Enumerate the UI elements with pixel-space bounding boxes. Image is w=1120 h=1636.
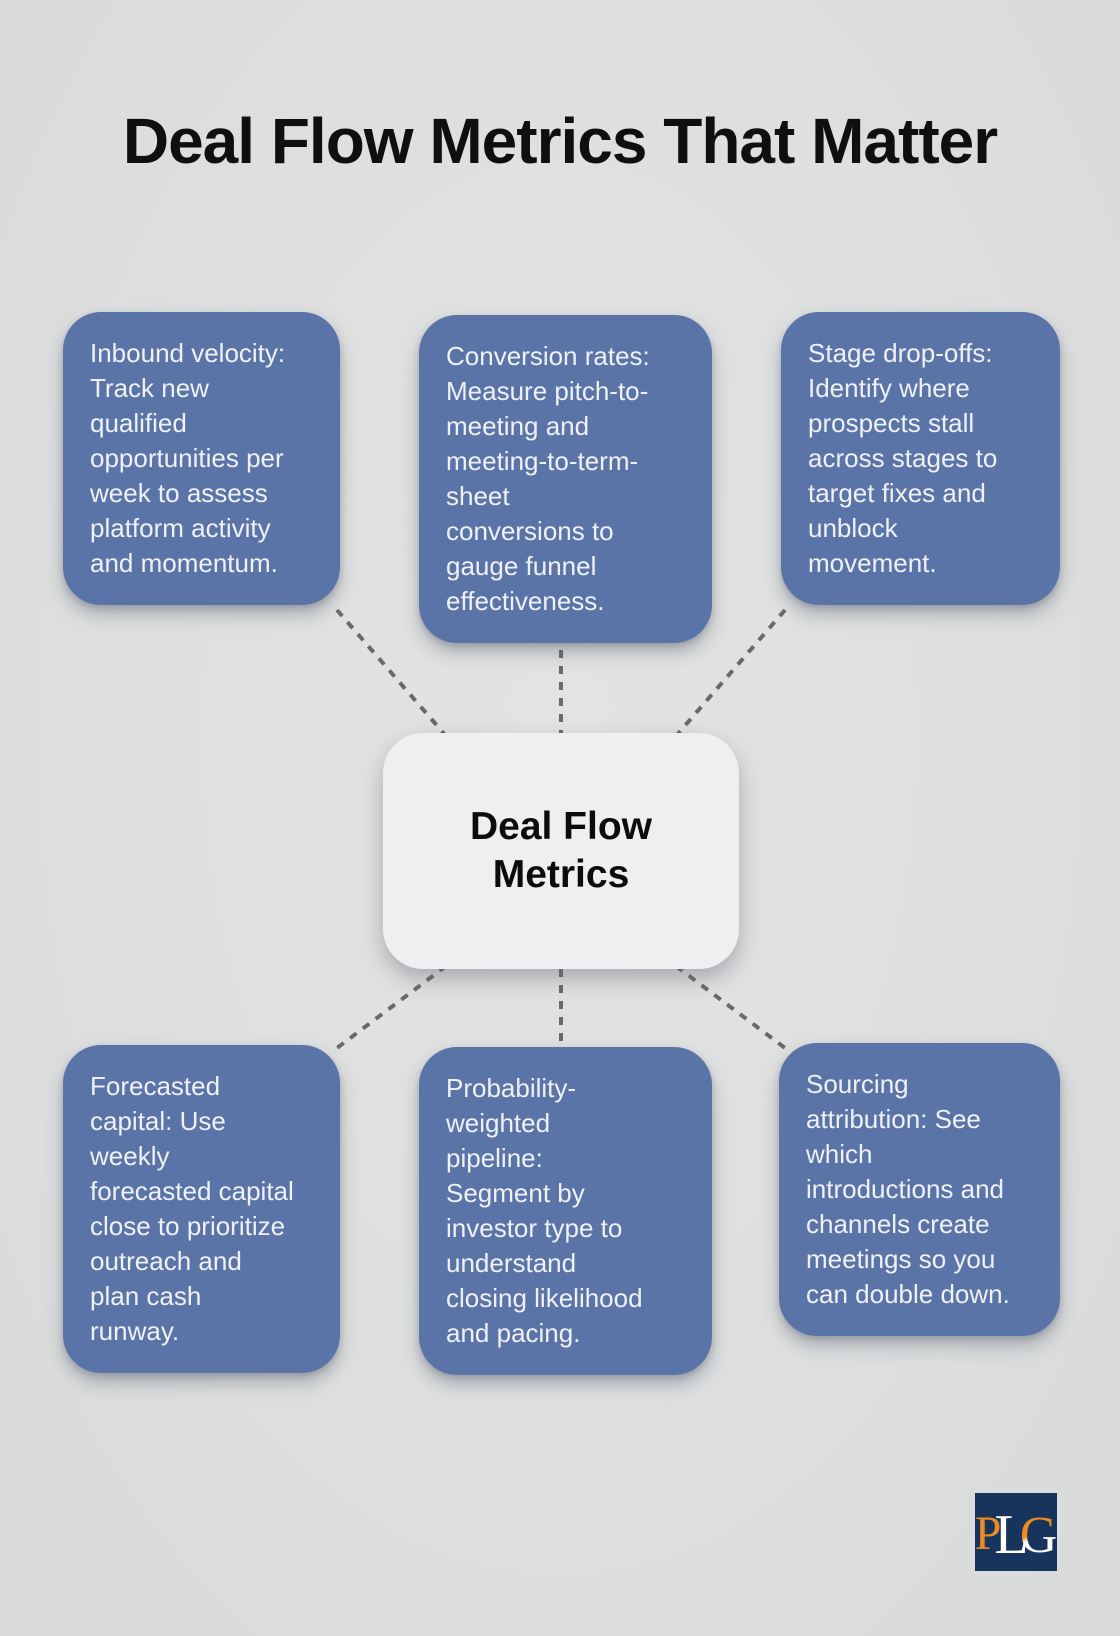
connector-top-right — [674, 608, 787, 738]
node-inbound-velocity: Inbound velocity: Track new qualified op… — [63, 312, 340, 605]
connector-top-left — [335, 608, 448, 738]
node-conversion-rates: Conversion rates: Measure pitch-to- meet… — [419, 315, 712, 643]
logo-letter-p: P — [974, 1507, 1002, 1560]
node-probability-weighted-pipeline: Probability- weighted pipeline: Segment … — [419, 1047, 712, 1375]
plg-logo: P L G — [975, 1493, 1057, 1571]
node-sourcing-attribution: Sourcing attribution: See which introduc… — [779, 1043, 1060, 1336]
logo-letter-l: L — [994, 1504, 1029, 1566]
connector-bottom-right — [674, 964, 787, 1050]
logo-letter-g: G — [1019, 1507, 1058, 1564]
center-node-label: Deal Flow Metrics — [469, 805, 653, 896]
center-node: Deal Flow Metrics — [383, 733, 739, 969]
connector-bottom-left — [335, 964, 448, 1050]
node-forecasted-capital: Forecasted capital: Use weekly forecaste… — [63, 1045, 340, 1373]
page-title: Deal Flow Metrics That Matter — [122, 105, 998, 177]
node-stage-drop-offs: Stage drop-offs: Identify where prospect… — [781, 312, 1060, 605]
